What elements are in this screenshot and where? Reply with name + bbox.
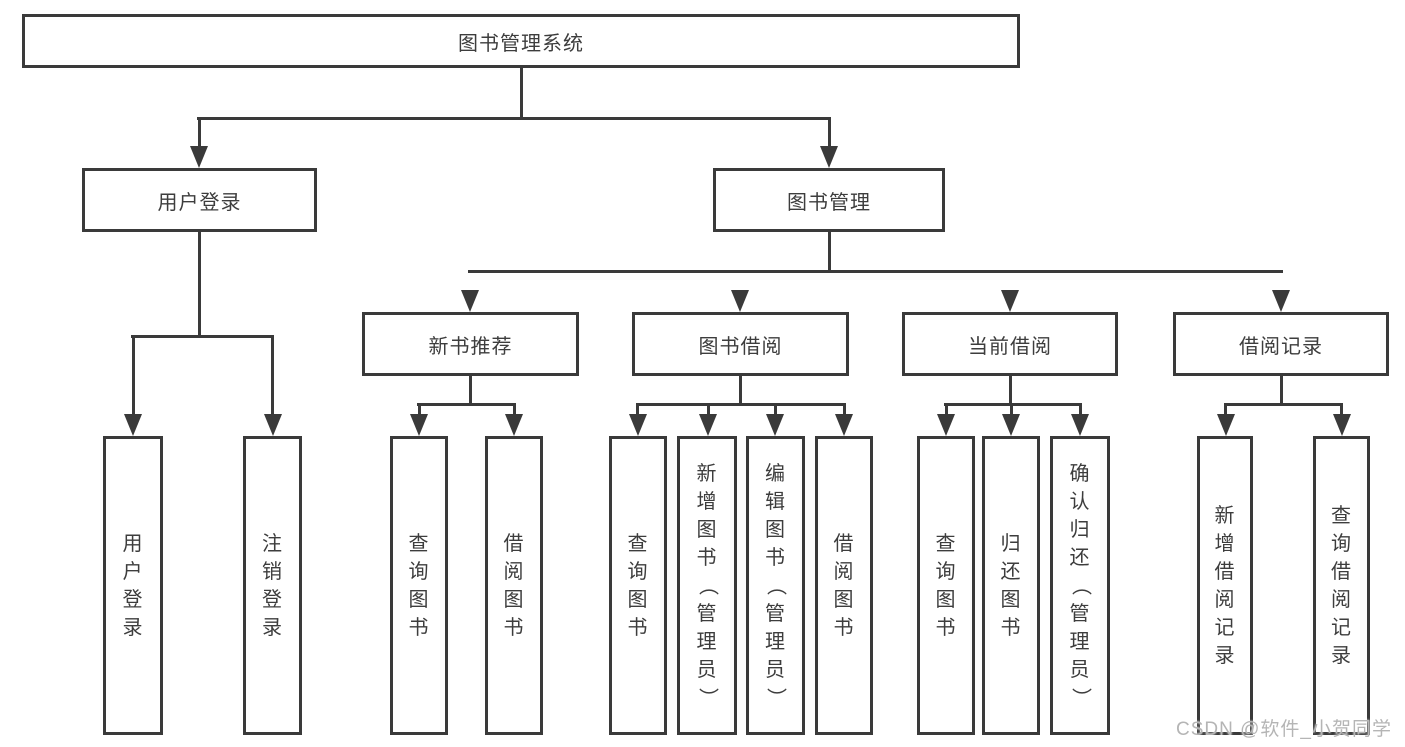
- leaf-return-books: 归还图书: [982, 436, 1040, 735]
- leaf-label: 查询图书: [935, 532, 957, 639]
- arrowhead-down-icon: [1001, 290, 1019, 312]
- arrowhead-down-icon: [629, 414, 647, 436]
- leaf-query-borrow-record: 查询借阅记录: [1313, 436, 1370, 735]
- connector-line: [197, 117, 831, 120]
- node-book-management: 图书管理: [713, 168, 945, 232]
- connector-line: [1009, 376, 1012, 406]
- leaf-confirm-return-admin: 确认归还（管理员）: [1050, 436, 1110, 735]
- arrowhead-down-icon: [766, 414, 784, 436]
- leaf-query-books-current: 查询图书: [917, 436, 975, 735]
- leaf-label: 用户登录: [122, 532, 144, 639]
- leaf-query-books-borrow: 查询图书: [609, 436, 667, 735]
- leaf-label: 编辑图书（管理员）: [764, 462, 787, 709]
- leaf-label: 确认归还（管理员）: [1069, 462, 1091, 709]
- connector-line: [198, 232, 201, 338]
- arrowhead-down-icon: [1272, 290, 1290, 312]
- leaf-edit-books-admin: 编辑图书（管理员）: [746, 436, 805, 735]
- arrowhead-down-icon: [1071, 414, 1089, 436]
- node-label: 借阅记录: [1239, 335, 1323, 358]
- arrowhead-down-icon: [1217, 414, 1235, 436]
- leaf-label: 查询借阅记录: [1331, 504, 1352, 667]
- node-label: 当前借阅: [968, 335, 1052, 358]
- leaf-user-login: 用户登录: [103, 436, 163, 735]
- arrowhead-down-icon: [820, 146, 838, 168]
- leaf-add-borrow-record: 新增借阅记录: [1197, 436, 1253, 735]
- leaf-label: 借阅图书: [503, 532, 525, 639]
- connector-line: [739, 376, 742, 406]
- node-label: 图书管理系统: [458, 32, 584, 55]
- arrowhead-down-icon: [937, 414, 955, 436]
- connector-line: [774, 403, 777, 417]
- connector-line: [636, 403, 846, 406]
- arrowhead-down-icon: [505, 414, 523, 436]
- connector-line: [132, 335, 135, 417]
- connector-line: [520, 68, 523, 120]
- arrowhead-down-icon: [699, 414, 717, 436]
- node-new-book-recommend: 新书推荐: [362, 312, 579, 376]
- connector-line: [131, 335, 274, 338]
- connector-line: [945, 403, 948, 417]
- connector-line: [1280, 376, 1283, 406]
- arrowhead-down-icon: [1002, 414, 1020, 436]
- node-borrow-records: 借阅记录: [1173, 312, 1389, 376]
- connector-line: [469, 376, 472, 406]
- leaf-borrow-books-recommend: 借阅图书: [485, 436, 543, 735]
- connector-line: [513, 403, 516, 417]
- arrowhead-down-icon: [731, 290, 749, 312]
- node-label: 用户登录: [157, 191, 242, 214]
- arrowhead-down-icon: [190, 146, 208, 168]
- connector-line: [1224, 403, 1227, 417]
- leaf-label: 新增图书（管理员）: [696, 462, 718, 709]
- connector-line: [843, 403, 846, 417]
- connector-line: [271, 335, 274, 417]
- node-user-login: 用户登录: [82, 168, 317, 232]
- connector-line: [1079, 403, 1082, 417]
- connector-line: [468, 270, 1283, 273]
- leaf-query-books-recommend: 查询图书: [390, 436, 448, 735]
- leaf-label: 借阅图书: [833, 532, 855, 639]
- connector-line: [1224, 403, 1343, 406]
- arrowhead-down-icon: [264, 414, 282, 436]
- arrowhead-down-icon: [124, 414, 142, 436]
- leaf-label: 新增借阅记录: [1214, 504, 1236, 667]
- arrowhead-down-icon: [835, 414, 853, 436]
- node-label: 新书推荐: [428, 335, 513, 358]
- node-book-borrow: 图书借阅: [632, 312, 849, 376]
- connector-line: [944, 403, 1082, 406]
- connector-line: [1340, 403, 1343, 417]
- node-current-borrow: 当前借阅: [902, 312, 1118, 376]
- connector-line: [418, 403, 421, 417]
- leaf-logout: 注销登录: [243, 436, 302, 735]
- node-label: 图书管理: [787, 191, 871, 214]
- connector-line: [417, 403, 516, 406]
- arrowhead-down-icon: [1333, 414, 1351, 436]
- connector-line: [707, 403, 710, 417]
- leaf-label: 归还图书: [1000, 532, 1022, 639]
- leaf-borrow-books: 借阅图书: [815, 436, 873, 735]
- leaf-add-books-admin: 新增图书（管理员）: [677, 436, 737, 735]
- leaf-label: 查询图书: [627, 532, 649, 639]
- arrowhead-down-icon: [410, 414, 428, 436]
- connector-line: [198, 117, 201, 149]
- node-library-system: 图书管理系统: [22, 14, 1020, 68]
- leaf-label: 注销登录: [262, 532, 283, 639]
- connector-line: [636, 403, 639, 417]
- leaf-label: 查询图书: [408, 532, 430, 639]
- arrowhead-down-icon: [461, 290, 479, 312]
- node-label: 图书借阅: [698, 335, 783, 358]
- connector-line: [1010, 403, 1013, 417]
- connector-line: [828, 117, 831, 149]
- csdn-watermark: CSDN @软件_小贺同学: [1176, 719, 1392, 740]
- connector-line: [828, 232, 831, 273]
